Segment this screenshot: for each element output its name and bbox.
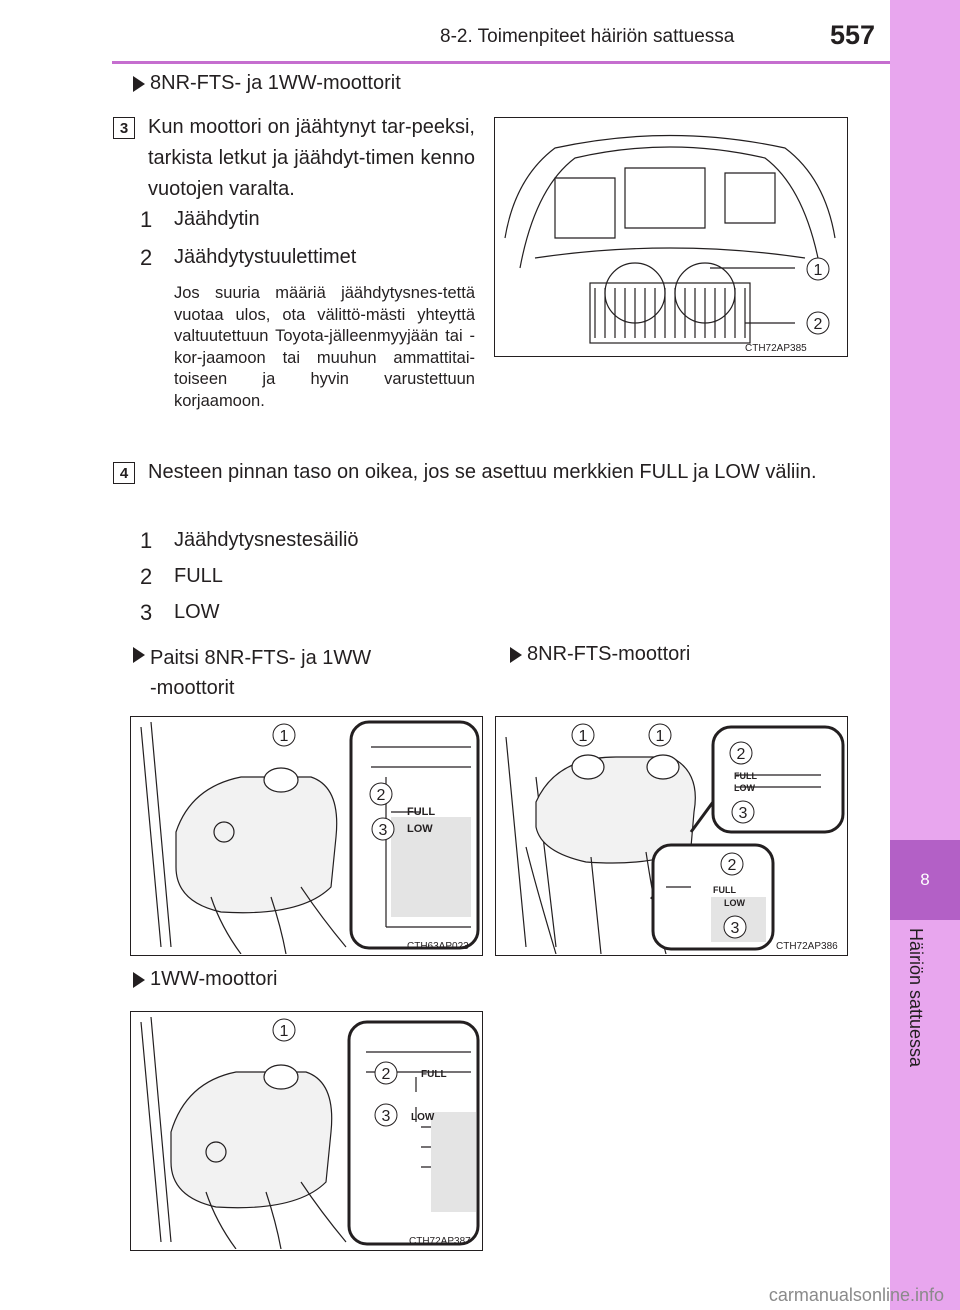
item-radiator: Jäähdytin [174, 208, 260, 230]
item-full: FULL [174, 565, 223, 587]
step3-text: Kun moottori on jäähtynyt tar-peeksi, ta… [148, 116, 475, 200]
chapter-number-box: 8 [890, 840, 960, 920]
figure-code: CTH63AP023 [407, 941, 469, 952]
step-number-4: 4 [113, 462, 135, 484]
item-low: LOW [174, 601, 220, 623]
bullet-arrow-icon [133, 647, 145, 663]
step3-note: Jos suuria määriä jäähdytysnes-tettä vuo… [174, 284, 475, 410]
item-coolant-reservoir: Jäähdytysnestesäiliö [174, 529, 359, 551]
full-mark: FULL [421, 1069, 447, 1080]
low-mark: LOW [724, 898, 745, 908]
fig-a-heading-line1: Paitsi 8NR-FTS- ja 1WW [150, 647, 372, 669]
fig-a-heading: Paitsi 8NR-FTS- ja 1WW -moottorit [150, 643, 450, 703]
chapter-number: 8 [920, 870, 930, 889]
header-section-title: 8-2. Toimenpiteet häiriön sattuessa [440, 26, 735, 47]
figure-code: CTH72AP386 [776, 941, 838, 952]
full-mark: FULL [713, 885, 736, 895]
item-cooling-fans: Jäähdytystuulettimet [174, 246, 357, 268]
callout-number: 1 [140, 207, 153, 232]
full-mark: FULL [407, 806, 435, 818]
callout-number: 3 [140, 600, 153, 625]
reservoir-figure-a: FULL LOW 1 2 3 CTH63AP023 [130, 716, 483, 956]
low-mark: LOW [734, 783, 755, 793]
callout-1: 1 [280, 1023, 289, 1040]
fig-a-heading-line2: -moottorit [150, 677, 235, 699]
reservoir-figure-b: FULL LOW FULL LOW 1 1 2 3 2 3 CTH72AP386 [495, 716, 848, 956]
fig-b-heading: 8NR-FTS-moottori [527, 643, 691, 665]
bullet-arrow-icon [133, 972, 145, 988]
figure-code: CTH72AP385 [745, 343, 807, 354]
chapter-side-label: Häiriön sattuessa [906, 928, 926, 1068]
bullet-arrow-icon [510, 647, 522, 663]
bullet-arrow-icon [133, 76, 145, 92]
callout-1: 1 [656, 728, 665, 745]
callout-2: 2 [377, 787, 386, 804]
callout-1: 1 [280, 728, 289, 745]
callout-1: 1 [579, 728, 588, 745]
callout-2: 2 [814, 316, 823, 333]
callout-3: 3 [379, 822, 388, 839]
chapter-side-tab [890, 0, 960, 1310]
watermark: carmanualsonline.info [768, 1285, 944, 1305]
callout-number: 2 [140, 564, 153, 589]
callout-3: 3 [739, 805, 748, 822]
page-number: 557 [830, 20, 876, 50]
figure-code: CTH72AP387 [409, 1236, 471, 1247]
callout-2: 2 [737, 746, 746, 763]
callout-2: 2 [728, 857, 737, 874]
step-number-3: 3 [113, 117, 135, 139]
reservoir-figure-c: FULL LOW 1 2 3 CTH72AP387 [130, 1011, 483, 1251]
engine-bay-illustration: 1 2 CTH72AP385 [504, 134, 836, 354]
callout-2: 2 [382, 1066, 391, 1083]
callout-1: 1 [814, 262, 823, 279]
low-mark: LOW [407, 823, 433, 835]
callout-3: 3 [382, 1108, 391, 1125]
low-mark: LOW [411, 1112, 435, 1123]
full-mark: FULL [734, 771, 757, 781]
fig-c-heading: 1WW-moottori [150, 968, 278, 990]
engine-bay-figure: 1 2 CTH72AP385 [494, 117, 848, 357]
header-divider [112, 61, 890, 64]
callout-number: 1 [140, 528, 153, 553]
engines-heading: 8NR-FTS- ja 1WW-moottorit [150, 72, 401, 94]
step4-text: Nesteen pinnan taso on oikea, jos se ase… [148, 461, 817, 483]
callout-number: 2 [140, 245, 153, 270]
callout-3: 3 [731, 920, 740, 937]
